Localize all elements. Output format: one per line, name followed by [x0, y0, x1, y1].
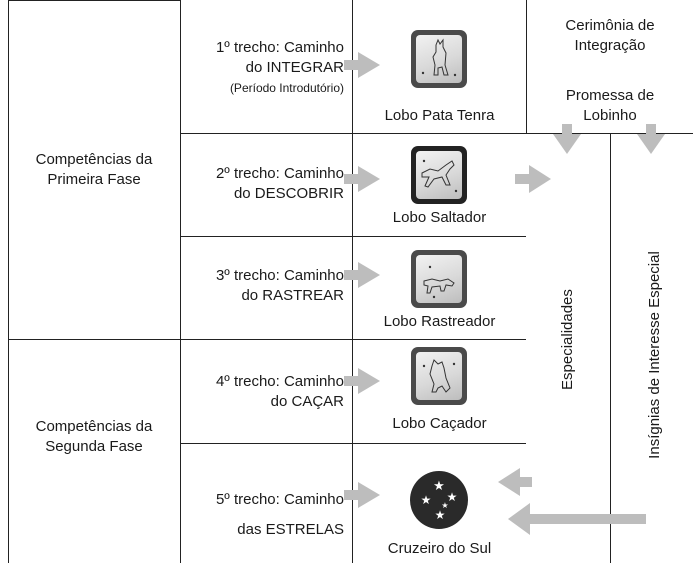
arrow-right-icon — [344, 368, 380, 394]
badge-column-divider — [526, 0, 527, 133]
arrow-left-icon — [498, 468, 532, 496]
ceremony-line: Integração — [574, 37, 646, 54]
badge-caption-3: Lobo Rastreador — [383, 313, 496, 330]
phase-label-line: Competências da — [35, 418, 153, 435]
stage-line: do RASTREAR — [241, 287, 344, 304]
stage-line: 4º trecho: Caminho — [215, 373, 344, 390]
stage-row-border-2 — [180, 236, 526, 237]
wolf-howling-icon — [411, 347, 467, 405]
promise-line: Lobinho — [583, 107, 637, 124]
svg-text:★: ★ — [433, 478, 445, 493]
phase-label-line: Segunda Fase — [45, 438, 143, 455]
badge-caption-2: Lobo Saltador — [392, 209, 487, 226]
phase-label-second: Competências da Segunda Fase — [8, 417, 180, 457]
stage-column-divider — [352, 0, 353, 563]
svg-text:★: ★ — [441, 501, 448, 510]
arrow-right-icon — [344, 166, 380, 192]
stage-line: do INTEGRAR — [245, 59, 344, 76]
badge-caption-4: Lobo Caçador — [392, 415, 487, 432]
arrow-down-icon — [637, 124, 665, 154]
stage-row-border-1 — [180, 133, 693, 134]
ceremony-label: Cerimônia de Integração — [527, 16, 693, 56]
svg-text:★: ★ — [447, 490, 458, 504]
arrow-right-icon — [344, 482, 380, 508]
stage-text-5: 5º trecho: Caminho das ESTRELAS — [180, 485, 344, 545]
phase-label-first: Competências da Primeira Fase — [8, 150, 180, 190]
southern-cross-icon: ★ ★ ★ ★ ★ — [409, 470, 469, 530]
promise-line: Promessa de — [565, 87, 655, 104]
phase-label-line: Primeira Fase — [47, 171, 141, 188]
badge-caption-5: Cruzeiro do Sul — [387, 540, 492, 557]
arrow-right-icon — [344, 52, 380, 78]
arrow-right-icon — [344, 262, 380, 288]
svg-text:★: ★ — [435, 508, 446, 522]
stage-text-1: 1º trecho: Caminho do INTEGRAR (Período … — [180, 38, 344, 98]
phase-column-divider — [180, 0, 181, 563]
stage-line: 5º trecho: Caminho — [215, 491, 344, 508]
stage-line: 3º trecho: Caminho — [215, 267, 344, 284]
badge-caption-1: Lobo Pata Tenra — [384, 107, 495, 124]
phase-divider — [8, 339, 526, 340]
stage-line: do DESCOBRIR — [233, 185, 344, 202]
stage-text-4: 4º trecho: Caminho do CAÇAR — [180, 372, 344, 412]
stage-line: 1º trecho: Caminho — [215, 39, 344, 56]
ceremony-line: Cerimônia de — [565, 17, 655, 34]
stage-text-3: 3º trecho: Caminho do RASTREAR — [180, 266, 344, 306]
svg-text:★: ★ — [421, 493, 432, 507]
stage-line: 2º trecho: Caminho — [215, 165, 344, 182]
stage-line: do CAÇAR — [270, 393, 344, 410]
stage-subtitle: (Período Introdutório) — [229, 81, 344, 95]
promise-label: Promessa de Lobinho — [527, 86, 693, 126]
left-border — [8, 0, 9, 563]
wolf-tracking-icon — [411, 250, 467, 308]
stage-line: das ESTRELAS — [237, 521, 344, 538]
wolf-leaping-icon — [411, 146, 467, 204]
stage-text-2: 2º trecho: Caminho do DESCOBRIR — [180, 164, 344, 204]
specialties-column-divider — [610, 133, 611, 563]
arrow-left-icon — [508, 503, 646, 535]
phase1-top-border — [8, 0, 180, 1]
wolf-sitting-icon — [411, 30, 467, 88]
stage-row-border-4 — [180, 443, 526, 444]
arrow-right-icon — [515, 165, 551, 193]
phase-label-line: Competências da — [35, 151, 153, 168]
arrow-down-icon — [553, 124, 581, 154]
